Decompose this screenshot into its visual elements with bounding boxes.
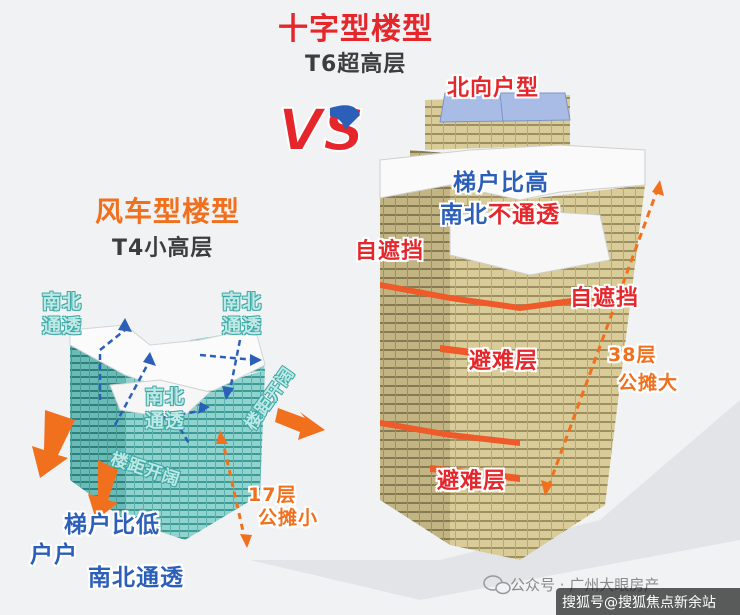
refuge-floor-label-lower: 避难层 xyxy=(437,469,507,494)
every-unit-label: 户户 xyxy=(30,535,78,569)
cross-type-title: 十字型楼型 xyxy=(278,12,433,47)
shared-area-large-label: 公摊大 xyxy=(618,372,679,394)
ns-through-label-left: 南北通透 xyxy=(42,290,86,338)
pinwheel-type-title: 风车型楼型 xyxy=(95,195,241,228)
refuge-band-7 xyxy=(430,465,520,482)
ventilation-arrows xyxy=(98,329,256,446)
footer-bar xyxy=(556,588,740,615)
north-unit-label: 北向户型 xyxy=(447,76,540,101)
low-ratio-label: 梯户比低 xyxy=(64,512,160,538)
high-ratio-label: 梯户比高 xyxy=(453,170,549,196)
shared-area-small-label: 公摊小 xyxy=(258,507,319,529)
roof-plate-lower xyxy=(449,209,611,276)
north-unit-divider xyxy=(499,92,504,123)
refuge-band-1 xyxy=(380,282,450,301)
ns-through-text-right: 南北通透 xyxy=(222,291,263,337)
every-unit-through-text: 南北通透 xyxy=(88,565,184,591)
ns-not-through-label: 南北不通透 xyxy=(440,195,560,229)
not-through-text: 不通透 xyxy=(488,202,560,228)
ns-through-label-center: 南北通透 xyxy=(145,385,189,433)
refuge-band-4 xyxy=(440,345,520,362)
pinwheel-type-subtitle: T4小高层 xyxy=(112,236,214,261)
short-right-face xyxy=(185,370,265,540)
refuge-floor-label-upper: 避难层 xyxy=(469,349,539,374)
height-arrow-17 xyxy=(216,430,252,548)
ns-through-label-right: 南北通透 xyxy=(222,290,266,338)
tall-tower-mid-face xyxy=(450,185,520,560)
refuge-band-6 xyxy=(450,432,520,446)
ns-through-text-center: 南北通透 xyxy=(145,386,186,432)
vs-logo: VS xyxy=(277,95,366,165)
floors-17-label: 17层 xyxy=(248,484,297,506)
ns-through-text-left: 南北通透 xyxy=(42,291,83,337)
cross-type-subtitle: T6超高层 xyxy=(305,52,407,77)
wechat-icon xyxy=(483,575,511,595)
ns-text: 南北 xyxy=(440,202,488,228)
height-arrow-38 xyxy=(541,180,664,496)
refuge-band-5 xyxy=(380,420,450,438)
ventilation-arrowheads xyxy=(118,318,262,414)
tall-tower xyxy=(379,92,646,560)
refuge-band-3 xyxy=(520,290,630,311)
ground-shadow xyxy=(250,400,740,600)
tall-tower-right-face xyxy=(520,185,645,560)
footer-text: 搜狐号@搜狐焦点新余站 xyxy=(562,595,716,611)
spacing-arrows xyxy=(32,408,325,520)
roof-plate-upper xyxy=(379,144,646,201)
self-shade-label-right: 自遮挡 xyxy=(570,286,640,311)
every-unit-text: 户户 xyxy=(30,542,78,568)
tall-tower-left-face xyxy=(380,165,450,545)
self-shade-label-left: 自遮挡 xyxy=(355,239,425,264)
floors-38-label: 38层 xyxy=(608,344,657,366)
north-unit-roof xyxy=(439,92,571,123)
svg-text:VS: VS xyxy=(278,96,365,164)
short-roof xyxy=(69,324,266,396)
refuge-band-2 xyxy=(450,295,520,311)
